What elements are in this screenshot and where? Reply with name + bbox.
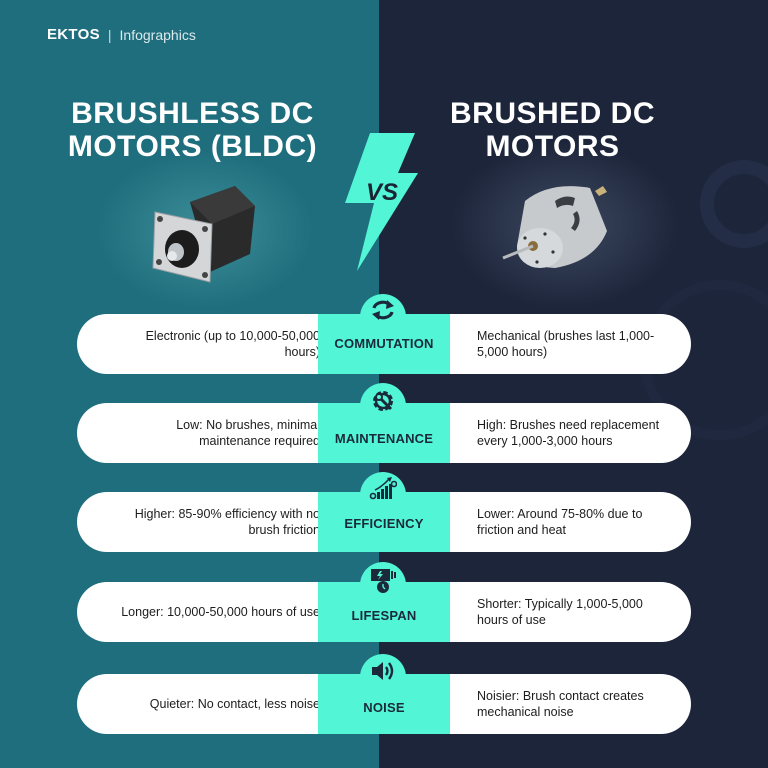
brand-logo: EKTOS: [47, 26, 100, 43]
right-title: BRUSHED DC MOTORS: [449, 97, 655, 163]
brushed-value: Lower: Around 75-80% due to friction and…: [477, 507, 643, 537]
left-title: BRUSHLESS DC MOTORS (BLDC): [67, 97, 318, 163]
bldc-value: Longer: 10,000-50,000 hours of use: [121, 605, 320, 619]
vs-lightning-icon: VS: [340, 133, 420, 273]
comparison-row-noise: Quieter: No contact, less noise NOISE No…: [77, 654, 691, 734]
brushed-value: Mechanical (brushes last 1,000-5,000 hou…: [477, 329, 655, 359]
bldc-value: Higher: 85-90% efficiency with no brush …: [134, 507, 320, 537]
brand-subtitle: Infographics: [119, 26, 196, 43]
brand-separator: |: [107, 26, 112, 43]
category-label: MAINTENANCE: [334, 431, 434, 446]
comparison-row-efficiency: Higher: 85-90% efficiency with no brush …: [77, 472, 691, 552]
brushed-value: High: Brushes need replacement every 1,0…: [477, 418, 660, 448]
brushed-motor-image: [495, 176, 615, 276]
category-label: EFFICIENCY: [344, 516, 424, 531]
brushed-value: Shorter: Typically 1,000-5,000 hours of …: [477, 597, 643, 627]
refresh-arrows-icon: [360, 294, 406, 334]
bldc-value: Low: No brushes, minimal maintenance req…: [176, 418, 320, 448]
vs-label: VS: [366, 179, 398, 206]
bldc-motor-image: [150, 184, 260, 289]
comparison-row-lifespan: Longer: 10,000-50,000 hours of use LIFES…: [77, 562, 691, 642]
category-label: COMMUTATION: [334, 336, 434, 351]
category-label: NOISE: [363, 700, 405, 715]
growth-chart-gear-icon: [360, 472, 406, 512]
comparison-row-maintenance: Low: No brushes, minimal maintenance req…: [77, 383, 691, 463]
brand-header: EKTOS | Infographics: [47, 26, 196, 43]
gear-wrench-icon: [360, 383, 406, 423]
battery-clock-icon: [360, 562, 406, 602]
bldc-value: Quieter: No contact, less noise: [149, 697, 320, 711]
speaker-volume-icon: [360, 654, 406, 694]
bldc-value: Electronic (up to 10,000-50,000 hours): [145, 329, 320, 359]
brushed-value: Noisier: Brush contact creates mechanica…: [477, 689, 644, 719]
category-label: LIFESPAN: [351, 608, 417, 623]
comparison-row-commutation: Electronic (up to 10,000-50,000 hours) C…: [77, 294, 691, 374]
